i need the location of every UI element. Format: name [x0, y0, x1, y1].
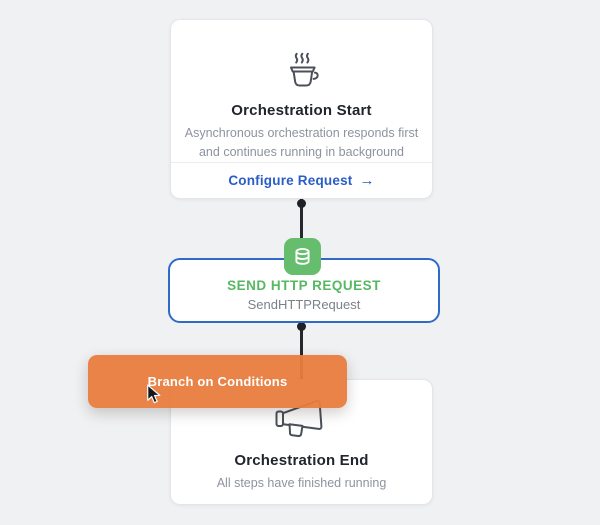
connector-dot-bottom [297, 322, 306, 331]
start-node-title: Orchestration Start [231, 101, 372, 119]
coffee-cup-icon [279, 28, 325, 94]
http-node-name: SendHTTPRequest [247, 297, 361, 312]
start-node-description: Asynchronous orchestration responds firs… [185, 124, 418, 163]
start-node-description-line1: Asynchronous orchestration responds firs… [184, 125, 419, 140]
connector-start-to-http [300, 199, 303, 240]
end-node-description: All steps have finished running [216, 476, 387, 490]
connector-dot-top [297, 199, 306, 208]
node-send-http-request[interactable]: SEND HTTP REQUEST SendHTTPRequest [168, 258, 440, 323]
arrow-right-icon: → [359, 172, 375, 190]
node-orchestration-start[interactable]: Orchestration Start Asynchronous orchest… [170, 19, 433, 199]
end-node-title: Orchestration End [234, 452, 369, 469]
http-node-icon-badge [284, 238, 321, 275]
drag-chip-branch-on-conditions[interactable]: Branch on Conditions [88, 355, 347, 408]
mouse-cursor-icon [146, 384, 162, 405]
start-node-footer: Configure Request → [171, 162, 432, 198]
http-node-title: SEND HTTP REQUEST [227, 278, 381, 293]
configure-request-label: Configure Request [228, 173, 353, 189]
drag-chip-label: Branch on Conditions [147, 374, 288, 389]
database-icon [292, 246, 313, 267]
connector-http-to-end [300, 323, 303, 380]
configure-request-link[interactable]: Configure Request → [228, 172, 374, 189]
start-node-description-line2: and continues running in background [198, 144, 404, 159]
